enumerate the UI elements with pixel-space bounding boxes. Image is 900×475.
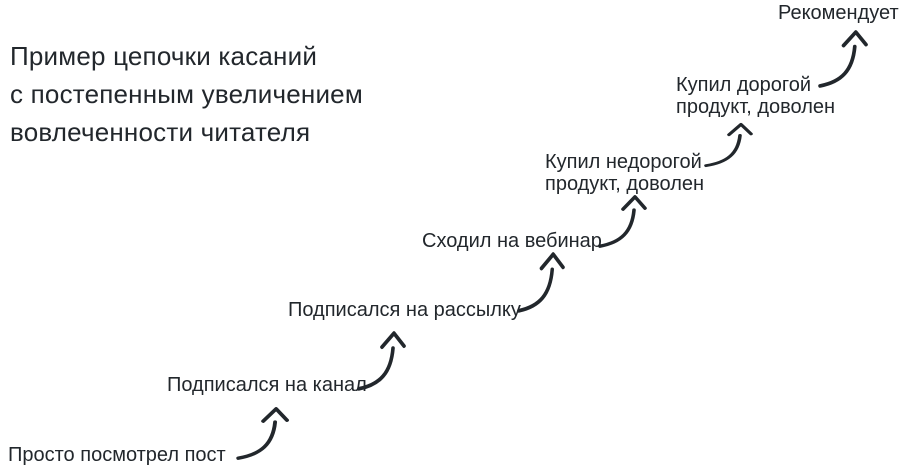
diagram-title: Пример цепочки касаний с постепенным уве…	[10, 41, 363, 147]
curved-arrow-up-icon	[818, 30, 868, 88]
curved-arrow-up-icon	[357, 331, 406, 391]
curved-arrow-up-icon	[236, 407, 289, 460]
curved-arrow-up-icon	[517, 252, 565, 313]
curved-arrow-up-icon	[704, 122, 753, 168]
curved-arrow-up-icon	[598, 195, 647, 248]
step-label-bought-cheap-product: Купил недорогой продукт, доволен	[545, 151, 705, 195]
step-label-attended-webinar: Сходил на вебинар	[422, 230, 602, 252]
step-label-subscribed-channel: Подписался на канал	[167, 374, 367, 396]
step-label-viewed-post: Просто посмотрел пост	[8, 444, 226, 466]
step-label-subscribed-newsletter: Подписался на рассылку	[288, 299, 521, 321]
step-label-recommends: Рекомендует	[778, 2, 899, 24]
step-label-bought-expensive-product: Купил дорогой продукт, доволен	[676, 74, 836, 118]
